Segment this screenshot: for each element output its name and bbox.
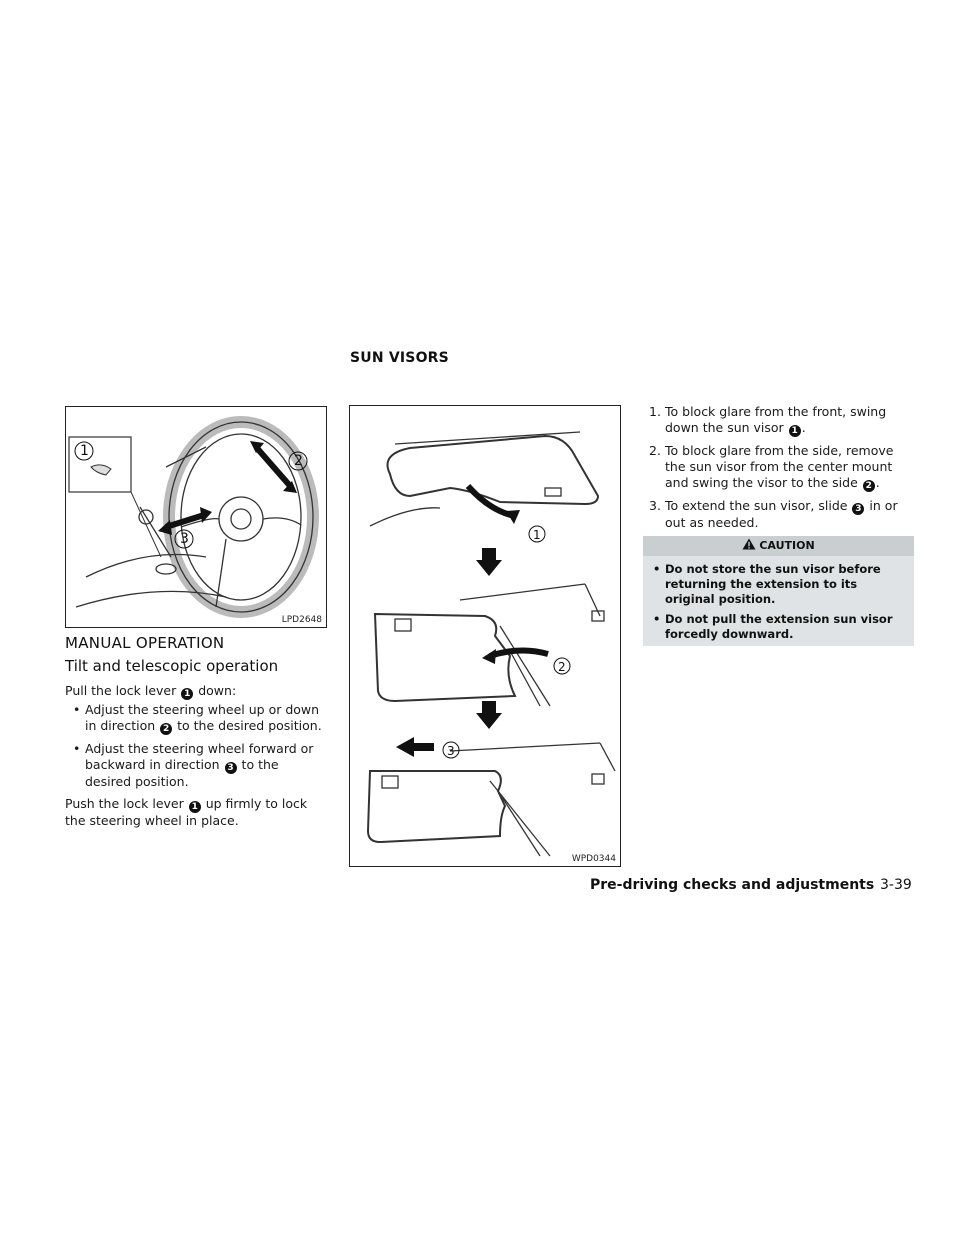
warning-icon: [742, 538, 756, 550]
step-item: 3. To extend the sun visor, slide 3 in o…: [649, 498, 898, 530]
sun-visor-figure: 1 2 3 WPD0344: [349, 405, 621, 867]
subheading-tilt-telescopic: Tilt and telescopic operation: [65, 657, 279, 675]
callout-1: 1: [533, 528, 541, 542]
steering-illustration: 1 2 3: [68, 416, 319, 618]
figure-code: LPD2648: [281, 615, 322, 625]
bullet-dot: •: [653, 562, 661, 576]
callout-1: 1: [80, 443, 89, 459]
caution-list: • Do not store the sun visor before retu…: [653, 562, 909, 642]
bullet-item: • Adjust the steering wheel forward or b…: [73, 741, 314, 789]
bullet-dot: •: [73, 741, 81, 756]
footer-page-number: 3-39: [880, 877, 912, 893]
caution-item: • Do not pull the extension sun visor fo…: [653, 612, 893, 641]
callout-1-inline: 1: [188, 801, 201, 813]
step-number: 1.: [649, 404, 661, 419]
callout-2: 2: [558, 660, 566, 674]
steering-figure: 1 2 3 LPD2648: [65, 406, 327, 628]
callout-inline: 3: [224, 762, 237, 774]
callout-3: 3: [180, 531, 189, 547]
callout-inline: 3: [852, 503, 865, 515]
step-item: 2. To block glare from the side, remove …: [649, 443, 894, 492]
callout-2: 2: [294, 453, 303, 469]
figure-code: WPD0344: [571, 854, 616, 864]
caution-item: • Do not store the sun visor before retu…: [653, 562, 881, 606]
caution-box: CAUTION • Do not store the sun visor bef…: [643, 536, 914, 646]
bullet-item: • Adjust the steering wheel up or down i…: [73, 702, 322, 735]
step-item: 1. To block glare from the front, swing …: [649, 404, 887, 437]
closing-paragraph: Push the lock lever 1 up firmly to lock …: [65, 796, 308, 828]
callout-inline: 1: [788, 425, 801, 437]
bullet-dot: •: [653, 612, 661, 626]
sun-visor-illustration: 1 2 3: [366, 431, 616, 857]
heading-manual-operation: MANUAL OPERATION: [65, 634, 225, 652]
step-number: 3.: [649, 498, 661, 513]
callout-inline: 2: [160, 723, 173, 735]
manual-body: Pull the lock lever 1 down: • Adjust the…: [65, 683, 327, 829]
intro-paragraph: Pull the lock lever 1 down:: [65, 683, 237, 700]
bullet-dot: •: [73, 702, 81, 717]
section-title: SUN VISORS: [350, 350, 449, 366]
caution-header: CAUTION: [643, 536, 914, 556]
step-number: 2.: [649, 443, 661, 458]
callout-1-inline: 1: [181, 688, 194, 700]
callout-3: 3: [447, 744, 455, 758]
callout-inline: 2: [862, 480, 875, 492]
sun-visor-steps: 1. To block glare from the front, swing …: [643, 404, 914, 531]
footer-chapter-title: Pre-driving checks and adjustments: [590, 877, 875, 893]
